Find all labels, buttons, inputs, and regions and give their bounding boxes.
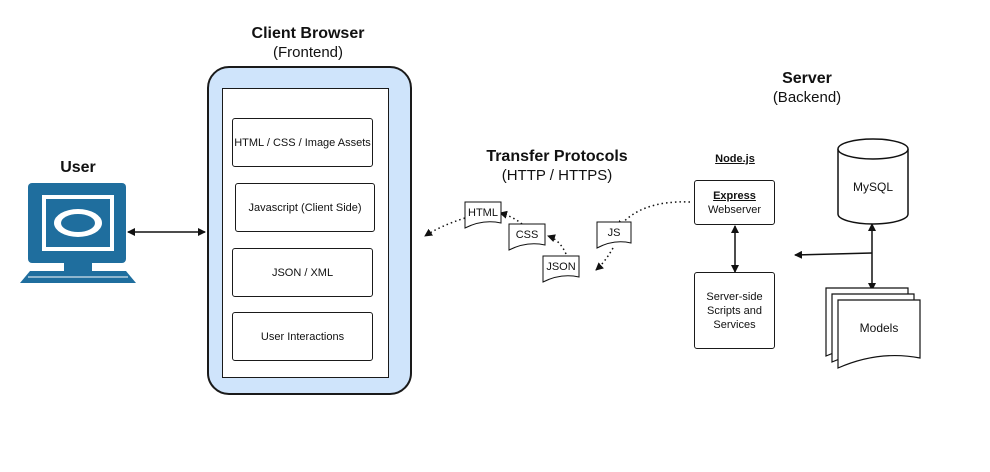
doc-json-label: JSON (546, 261, 576, 273)
transfer-subtitle: (HTTP / HTTPS) (501, 167, 613, 184)
express-webserver-box: Express Webserver (694, 180, 775, 225)
doc-html-label: HTML (468, 207, 498, 219)
client-item-javascript: Javascript (Client Side) (235, 183, 375, 232)
mysql-label: MySQL (852, 180, 893, 194)
server-subtitle: (Backend) (772, 89, 842, 106)
transfer-title: Transfer Protocols (486, 148, 628, 165)
doc-css-label: CSS (515, 229, 539, 241)
client-item-assets: HTML / CSS / Image Assets (232, 118, 373, 167)
client-item-user-interactions: User Interactions (232, 312, 373, 361)
doc-shapes (464, 201, 632, 283)
client-title: Client Browser (251, 25, 365, 42)
nodejs-title: Node.js (715, 153, 755, 165)
client-item-json-xml: JSON / XML (232, 248, 373, 297)
express-title: Express (713, 189, 756, 202)
models-label: Models (859, 321, 899, 335)
models-stack-icon (825, 287, 921, 369)
server-title: Server (782, 70, 832, 87)
models-node-arrow (794, 250, 873, 259)
doc-js-label: JS (607, 227, 621, 239)
user-label: User (60, 159, 96, 176)
computer-icon (20, 183, 136, 283)
client-subtitle: (Frontend) (272, 44, 344, 61)
server-scripts-box: Server-side Scripts and Services (694, 272, 775, 349)
express-subtitle: Webserver (708, 203, 761, 216)
database-icon (837, 138, 909, 225)
